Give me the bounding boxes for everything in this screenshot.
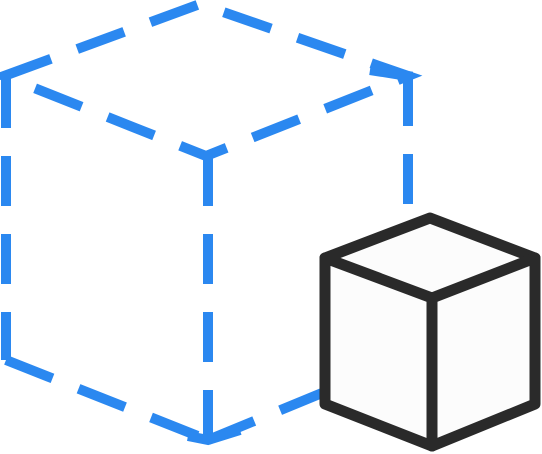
top-right-arrowhead-icon	[369, 65, 413, 110]
bottom-arrowhead-icon	[187, 425, 242, 446]
dashed-cube-arrowheads	[187, 65, 413, 446]
dashed-cube-bottom-left-edge	[4, 355, 210, 445]
dashed-cube-top-face	[0, 0, 423, 162]
solid-cube-outline-icon	[319, 212, 541, 452]
